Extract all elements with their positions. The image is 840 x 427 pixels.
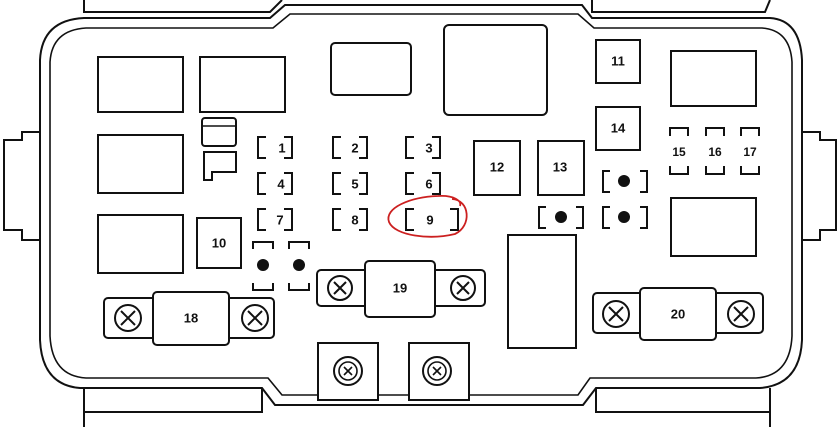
fuse-3: 3 <box>405 136 441 159</box>
fuse-18-label: 18 <box>184 310 198 325</box>
fuse-3-label: 3 <box>425 140 432 155</box>
fuse-11-label: 11 <box>611 53 625 68</box>
diode-socket-center <box>538 206 584 229</box>
relay-center-tall <box>507 234 577 349</box>
relay-left-3 <box>97 214 184 274</box>
bolt-x-icon <box>602 300 630 328</box>
fuse-15-label: 15 <box>672 145 686 159</box>
fuse-9: 9 <box>405 208 459 231</box>
relay-left-2 <box>97 134 184 194</box>
fuse-2: 2 <box>332 136 368 159</box>
terminal-icon <box>422 356 452 386</box>
diode-dot-icon <box>293 259 305 271</box>
fuse-8-label: 8 <box>351 212 358 227</box>
bolt-x-icon <box>727 300 755 328</box>
diode-socket-left-1 <box>252 241 274 291</box>
fuse-19: 19 <box>316 260 486 318</box>
fuse-13: 13 <box>537 140 585 196</box>
diode-dot-icon <box>555 211 567 223</box>
fuse-14-label: 14 <box>611 120 626 135</box>
relay-top-3 <box>330 42 412 96</box>
fuse-10: 10 <box>196 217 242 269</box>
bolt-x-icon <box>114 304 142 332</box>
terminal-right <box>408 342 470 401</box>
fuse-17-label: 17 <box>743 145 757 159</box>
fuse-19-label: 19 <box>393 280 407 295</box>
relay-right-2 <box>670 197 757 257</box>
connector-small <box>201 117 237 181</box>
relay-right-1 <box>670 50 757 107</box>
highlight-circle-fuse-9 <box>387 195 468 238</box>
diode-socket-right-1 <box>602 170 648 193</box>
fuse-12-label: 12 <box>490 159 504 174</box>
bolt-x-icon <box>241 304 269 332</box>
fuse-5-label: 5 <box>351 176 358 191</box>
fuse-20: 20 <box>592 287 764 341</box>
fuse-17: 17 <box>740 127 760 175</box>
fuse-box-housing <box>3 0 837 427</box>
terminal-left <box>317 342 379 401</box>
diode-dot-icon <box>618 175 630 187</box>
diode-dot-icon <box>618 211 630 223</box>
fuse-16-label: 16 <box>708 145 722 159</box>
fuse-6-label: 6 <box>425 176 432 191</box>
fuse-4: 4 <box>257 172 293 195</box>
bolt-x-icon <box>450 275 476 301</box>
relay-top-2 <box>199 56 286 113</box>
fuse-4-label: 4 <box>277 176 285 191</box>
fuse-14: 14 <box>595 106 641 151</box>
diode-socket-right-2 <box>602 206 648 229</box>
diode-dot-icon <box>257 259 269 271</box>
fuse-13-label: 13 <box>553 159 567 174</box>
terminal-icon <box>333 356 363 386</box>
fuse-16: 16 <box>705 127 725 175</box>
fuse-7-label: 7 <box>276 212 283 227</box>
fuse-1: 1 <box>257 136 293 159</box>
fuse-2-label: 2 <box>351 140 358 155</box>
fuse-5: 5 <box>332 172 368 195</box>
fuse-11: 11 <box>595 39 641 84</box>
diode-socket-left-2 <box>288 241 310 291</box>
relay-top-4 <box>443 24 548 116</box>
fuse-1-label: 1 <box>278 140 285 155</box>
fuse-18: 18 <box>103 291 275 346</box>
fuse-20-label: 20 <box>671 306 685 321</box>
bolt-x-icon <box>327 275 353 301</box>
fuse-15: 15 <box>669 127 689 175</box>
fuse-7: 7 <box>257 208 293 231</box>
fuse-8: 8 <box>332 208 368 231</box>
fuse-10-label: 10 <box>212 235 226 250</box>
fuse-6: 6 <box>405 172 441 195</box>
fuse-9-label: 9 <box>426 212 433 227</box>
fuse-12: 12 <box>473 140 521 196</box>
relay-left-1 <box>97 56 184 113</box>
